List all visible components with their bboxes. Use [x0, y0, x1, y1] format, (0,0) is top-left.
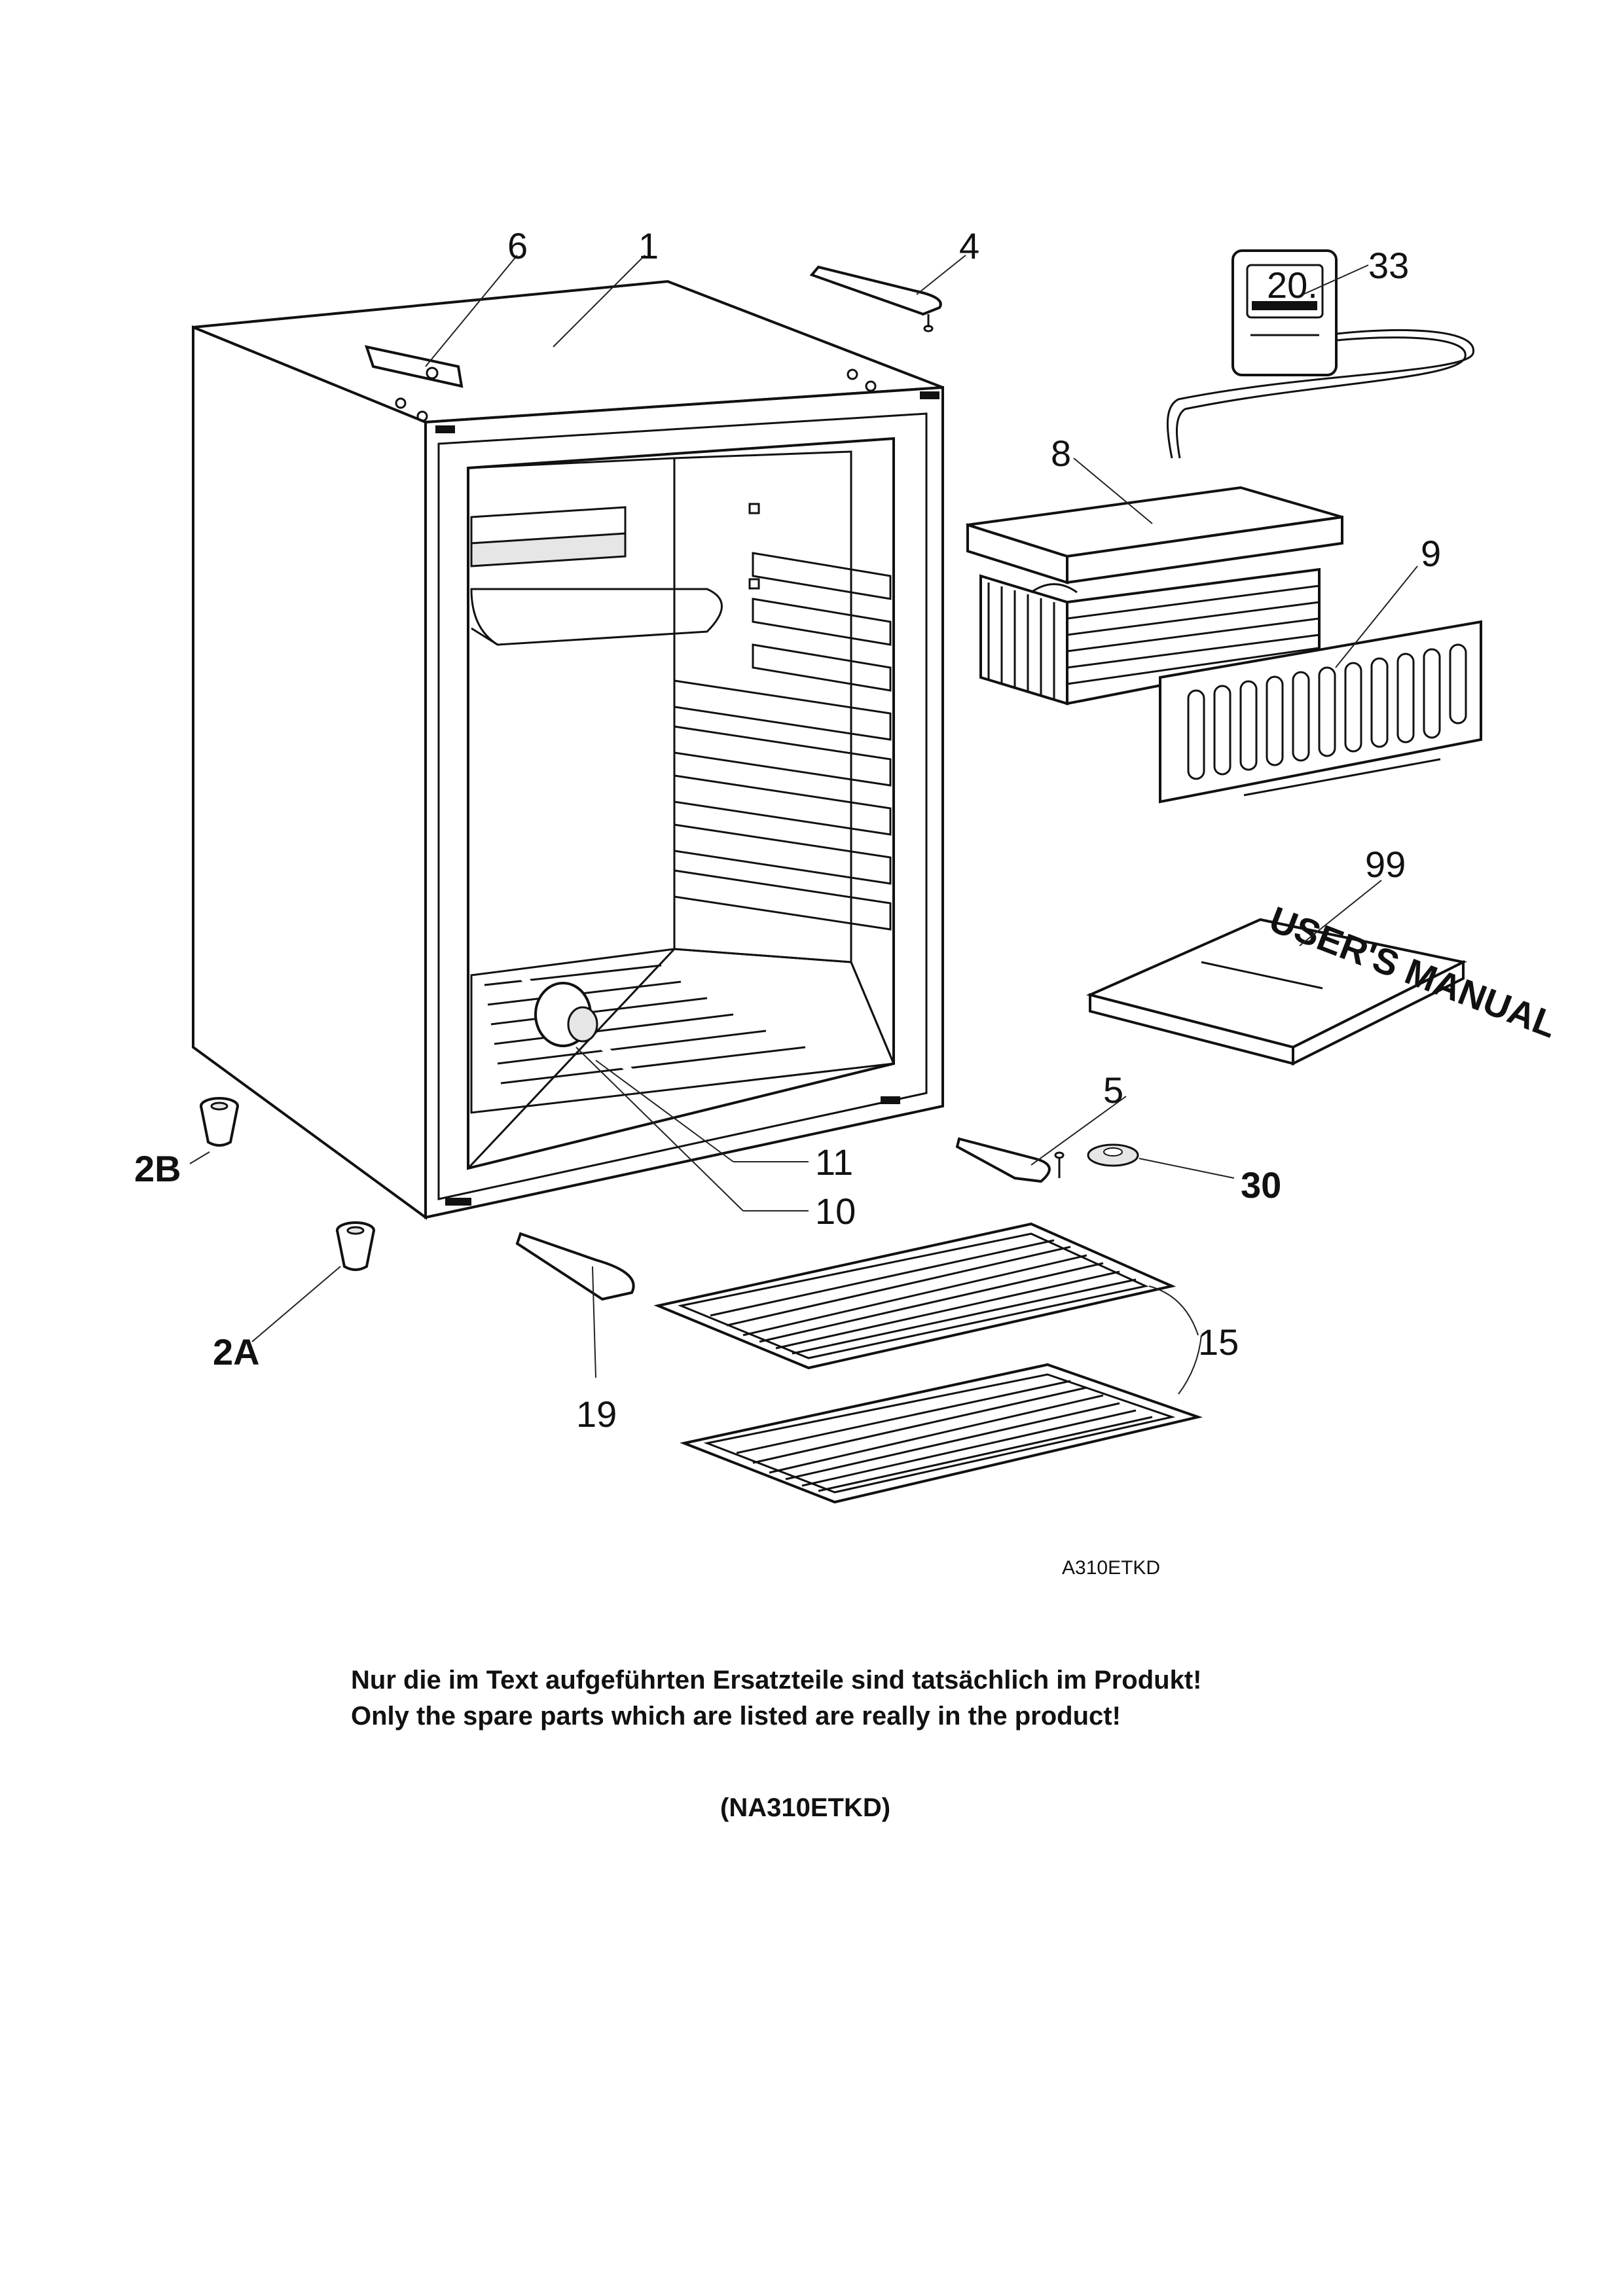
manual-part-99: USER'S MANUAL	[1085, 898, 1563, 1066]
callout-99: 99	[1365, 844, 1406, 885]
callout-19: 19	[576, 1393, 617, 1435]
hinge-part-4	[809, 265, 942, 332]
spare-parts-note-german: Nur die im Text aufgeführten Ersatzteile…	[351, 1666, 1202, 1695]
wire-shelf-part-15-upper	[653, 1222, 1176, 1370]
callout-33: 33	[1368, 245, 1409, 286]
callout-30: 30	[1241, 1164, 1281, 1206]
model-code: (NA310ETKD)	[720, 1793, 891, 1822]
callout-1: 1	[638, 225, 659, 266]
hinge-part-19	[515, 1232, 635, 1301]
foot-part-2b	[200, 1097, 239, 1147]
callout-6: 6	[507, 225, 528, 266]
callout-15: 15	[1198, 1321, 1239, 1363]
hinge-part-5	[955, 1137, 1065, 1183]
grille-part-9	[1159, 620, 1482, 804]
callout-5: 5	[1103, 1069, 1123, 1111]
drawing-code: A310ETKD	[1062, 1557, 1160, 1579]
cooling-unit-part-8	[966, 486, 1343, 706]
callout-11: 11	[815, 1141, 853, 1183]
callout-9: 9	[1421, 533, 1441, 574]
washer-part-30	[1087, 1143, 1139, 1167]
callout-2a: 2A	[213, 1331, 260, 1372]
leader-lines	[189, 255, 1418, 1395]
wire-shelf-part-15-lower	[680, 1363, 1203, 1504]
thermometer-display: 20.	[1267, 264, 1318, 306]
thermometer-part-33: 20.	[1167, 249, 1474, 459]
spare-parts-note-english: Only the spare parts which are listed ar…	[351, 1702, 1121, 1731]
callout-2b: 2B	[134, 1148, 181, 1189]
thermostat-part-10	[520, 975, 651, 1090]
hinge-part-6	[364, 345, 464, 388]
callout-4: 4	[959, 225, 979, 266]
callout-10: 10	[815, 1191, 856, 1232]
callout-8: 8	[1051, 433, 1071, 474]
fridge-cabinet	[192, 279, 944, 1220]
foot-part-2a	[336, 1221, 375, 1271]
